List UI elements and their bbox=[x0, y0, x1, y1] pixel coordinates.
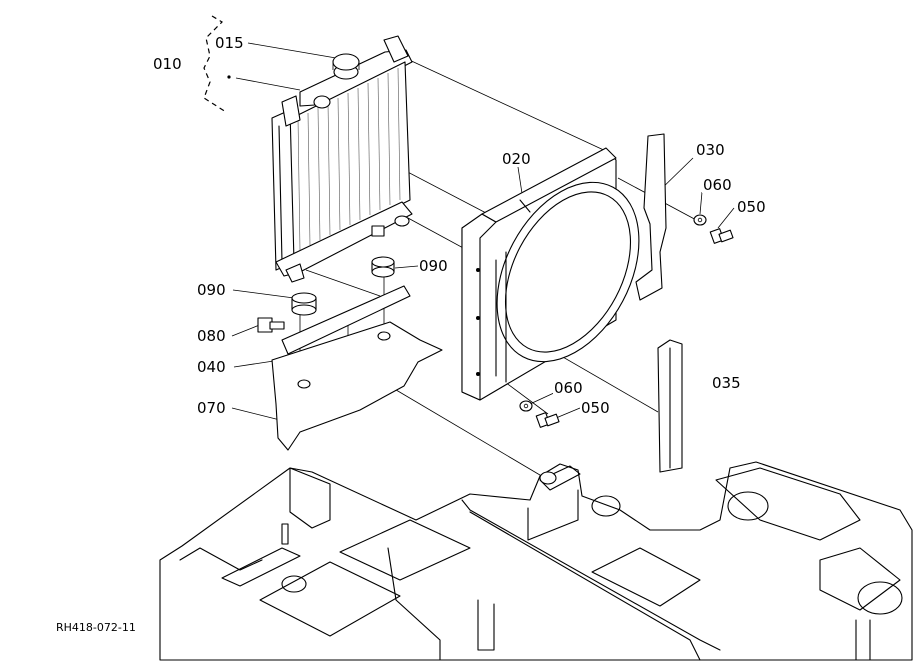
label-030: 030 bbox=[695, 141, 726, 159]
bolt-050-lower bbox=[535, 412, 560, 428]
label-060-upper: 060 bbox=[702, 176, 733, 194]
label-090-left: 090 bbox=[196, 281, 227, 299]
label-010: 010 bbox=[152, 55, 183, 73]
drawing-code: RH418-072-11 bbox=[56, 621, 136, 634]
label-060-lower: 060 bbox=[553, 379, 584, 397]
chassis-frame bbox=[159, 461, 913, 661]
label-020: 020 bbox=[501, 150, 532, 168]
washer-060-lower bbox=[519, 400, 533, 412]
rubber-strip bbox=[281, 285, 411, 355]
radiator bbox=[271, 35, 413, 283]
side-cover bbox=[635, 133, 667, 301]
label-040: 040 bbox=[196, 358, 227, 376]
assembly-bracket-010 bbox=[203, 15, 227, 113]
assembly-dot bbox=[227, 75, 231, 79]
label-080: 080 bbox=[196, 327, 227, 345]
label-050-upper: 050 bbox=[736, 198, 767, 216]
fan-shroud bbox=[461, 147, 640, 401]
rubber-cushion-left bbox=[291, 292, 317, 316]
label-090-right: 090 bbox=[418, 257, 449, 275]
label-070: 070 bbox=[196, 399, 227, 417]
radiator-cap bbox=[332, 53, 360, 80]
label-035: 035 bbox=[711, 374, 742, 392]
bolt-050-upper bbox=[709, 228, 734, 244]
leader-lines bbox=[231, 42, 735, 423]
bolt-080 bbox=[257, 317, 285, 333]
rubber-cushion-right bbox=[371, 256, 395, 278]
washer-060-upper bbox=[693, 214, 707, 226]
label-050-lower: 050 bbox=[580, 399, 611, 417]
mount-bracket bbox=[271, 321, 443, 451]
label-015: 015 bbox=[214, 34, 245, 52]
